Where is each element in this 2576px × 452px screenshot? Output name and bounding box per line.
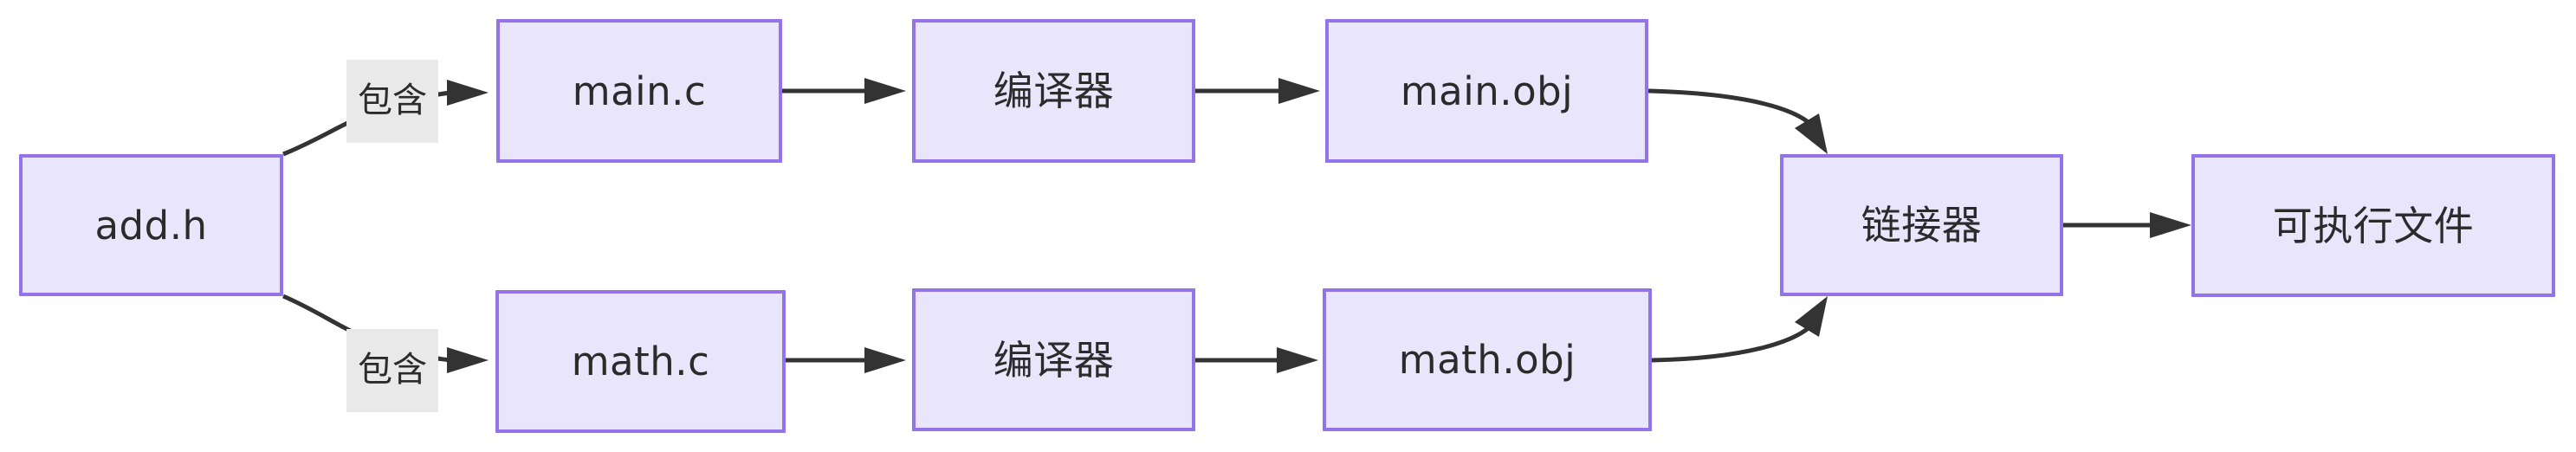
node-executable[interactable]: 可执行文件 bbox=[2191, 154, 2555, 297]
edge-mainobj-to-linker bbox=[1647, 88, 1828, 154]
edge-mainc-to-compiler-top bbox=[782, 78, 906, 104]
node-math-c[interactable]: math.c bbox=[495, 290, 786, 433]
edge-linker-to-exe bbox=[2063, 212, 2191, 238]
node-label: math.c bbox=[571, 339, 710, 384]
node-math-obj[interactable]: math.obj bbox=[1323, 288, 1652, 431]
node-label: 编译器 bbox=[993, 68, 1115, 114]
edge-compiler-bottom-to-mathobj bbox=[1195, 347, 1318, 373]
node-label: 可执行文件 bbox=[2272, 202, 2475, 249]
node-label: math.obj bbox=[1398, 337, 1576, 383]
node-label: main.c bbox=[572, 68, 707, 114]
edge-label-text: 包含 bbox=[358, 81, 427, 120]
node-label: main.obj bbox=[1400, 68, 1574, 114]
node-compiler-top[interactable]: 编译器 bbox=[912, 19, 1195, 163]
node-label: 编译器 bbox=[993, 336, 1115, 384]
edge-label-include-main: 包含 bbox=[346, 60, 438, 143]
node-main-c[interactable]: main.c bbox=[496, 19, 782, 163]
edge-mathobj-to-linker bbox=[1651, 296, 1828, 363]
edge-label-text: 包含 bbox=[358, 350, 427, 390]
edge-label-include-math: 包含 bbox=[346, 329, 438, 412]
node-main-obj[interactable]: main.obj bbox=[1325, 19, 1648, 163]
node-label: 链接器 bbox=[1861, 202, 1983, 249]
node-linker[interactable]: 链接器 bbox=[1780, 154, 2063, 296]
node-compiler-bottom[interactable]: 编译器 bbox=[912, 288, 1195, 431]
edge-mathc-to-compiler-bottom bbox=[786, 347, 906, 373]
node-label: add.h bbox=[94, 202, 208, 249]
node-add-h[interactable]: add.h bbox=[19, 154, 283, 296]
edge-compiler-top-to-mainobj bbox=[1195, 78, 1320, 104]
